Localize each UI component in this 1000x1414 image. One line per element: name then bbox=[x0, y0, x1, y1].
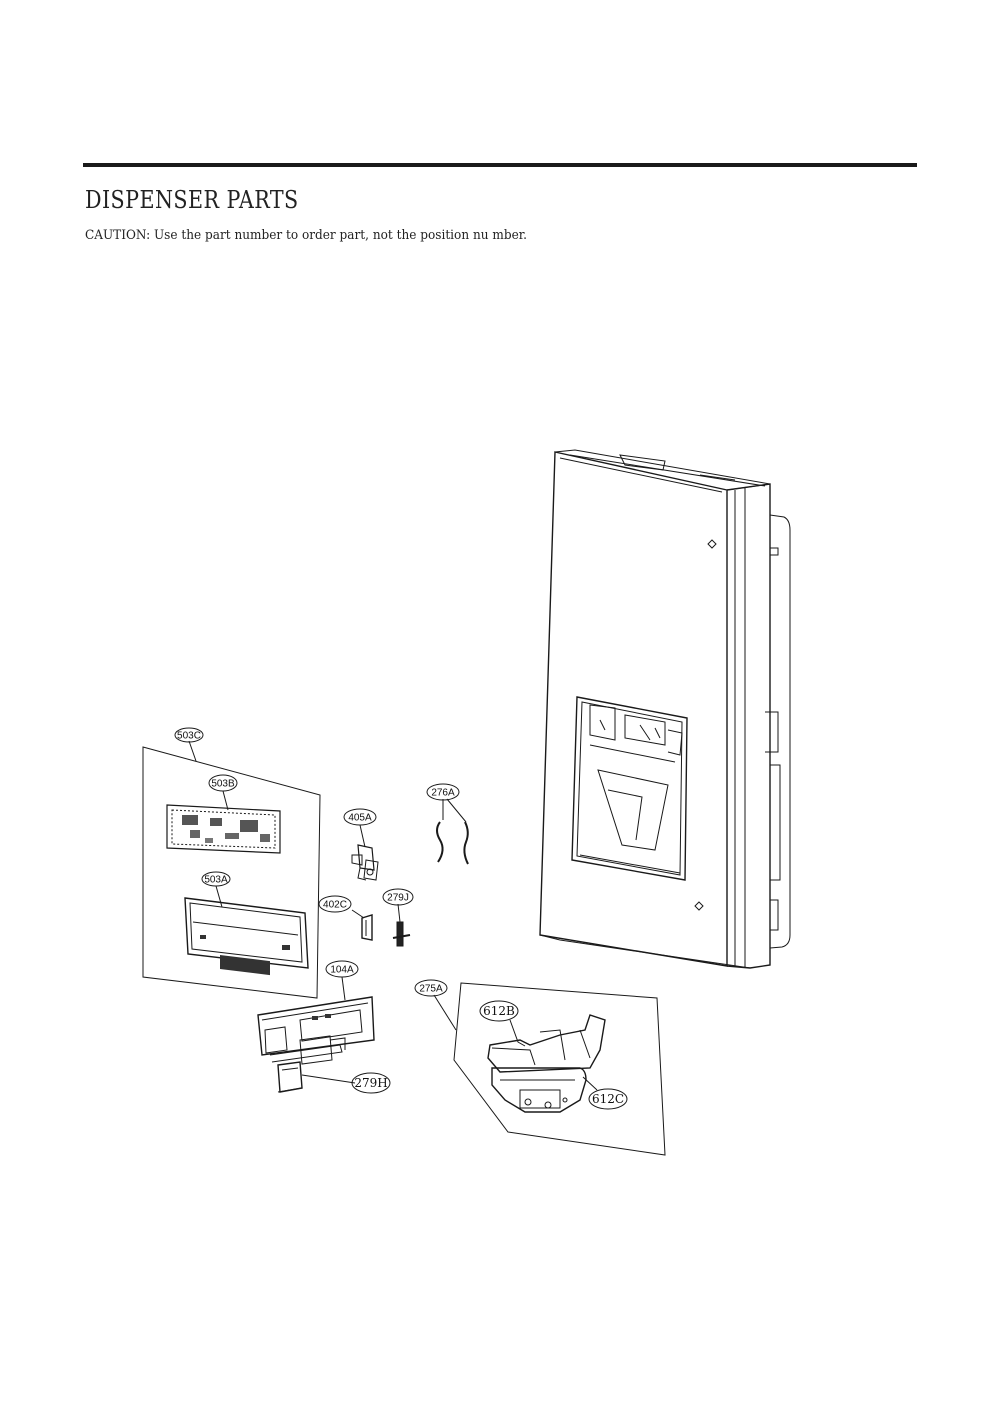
spring-wires-276a bbox=[436, 798, 469, 865]
callout-405a: 405A bbox=[343, 808, 377, 826]
svg-text:279H: 279H bbox=[354, 1076, 387, 1090]
dispenser-lever-279h bbox=[277, 1061, 356, 1093]
callout-402c: 402C bbox=[318, 895, 352, 913]
callout-503b: 503B bbox=[208, 774, 238, 792]
svg-text:279J: 279J bbox=[387, 893, 409, 904]
svg-text:503A: 503A bbox=[204, 875, 228, 886]
svg-text:275A: 275A bbox=[419, 984, 443, 995]
callout-275a: 275A bbox=[414, 979, 448, 997]
pin-part-279j bbox=[392, 903, 411, 947]
callout-279h: 279H bbox=[351, 1072, 391, 1094]
funnel-bracket-612b bbox=[487, 1014, 606, 1073]
svg-text:612C: 612C bbox=[592, 1092, 624, 1106]
dispenser-housing-104a bbox=[257, 976, 375, 1065]
funnel-assembly-group-outline bbox=[433, 982, 666, 1156]
callout-104a: 104A bbox=[325, 960, 359, 978]
control-panel-group-outline bbox=[142, 740, 321, 999]
svg-text:612B: 612B bbox=[483, 1004, 515, 1018]
svg-text:104A: 104A bbox=[330, 965, 354, 976]
display-cover-503a bbox=[184, 885, 309, 976]
motor-housing-612c bbox=[491, 1067, 598, 1113]
callout-503c: 503C bbox=[174, 727, 204, 743]
callout-276a: 276A bbox=[426, 783, 460, 801]
switch-part-405a bbox=[351, 824, 379, 881]
bracket-part-402c bbox=[351, 909, 373, 941]
page-title: DISPENSER PARTS bbox=[85, 186, 299, 214]
svg-text:402C: 402C bbox=[323, 900, 347, 911]
pcb-board-503b bbox=[166, 790, 281, 854]
caution-note: CAUTION: Use the part number to order pa… bbox=[85, 228, 528, 243]
callout-503a: 503A bbox=[201, 871, 231, 887]
svg-text:503B: 503B bbox=[211, 779, 235, 790]
callout-279j: 279J bbox=[382, 888, 414, 906]
refrigerator-door bbox=[539, 449, 791, 969]
callout-612b: 612B bbox=[479, 1000, 519, 1022]
svg-text:405A: 405A bbox=[348, 813, 372, 824]
header-rule bbox=[83, 163, 917, 167]
callout-612c: 612C bbox=[588, 1088, 628, 1110]
svg-text:503C: 503C bbox=[177, 731, 201, 742]
svg-text:276A: 276A bbox=[431, 788, 455, 799]
